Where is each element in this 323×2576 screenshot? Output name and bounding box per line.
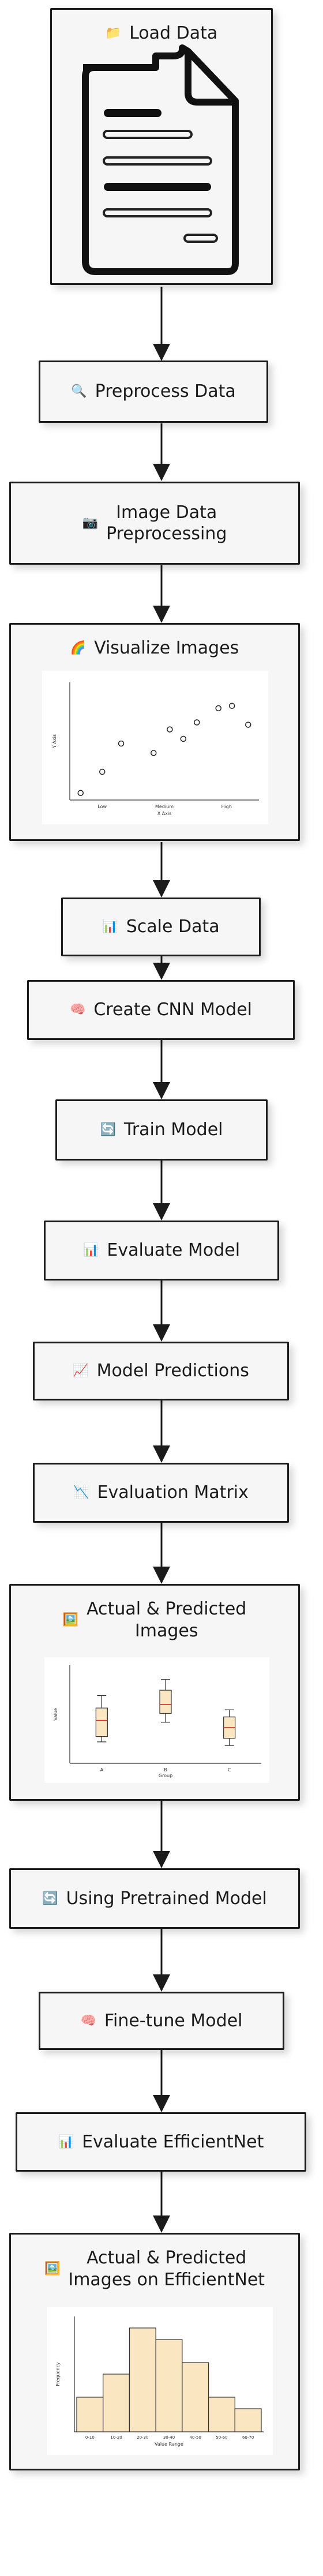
node-visualize-images[interactable]: 🌈 Visualize Images Low Medium High X Axis Y … — [9, 623, 300, 841]
histogram-bar — [103, 2374, 130, 2432]
node-using-pretrained-model[interactable]: 🔄 Using Pretrained Model — [9, 1868, 300, 1929]
x-tick-label: B — [164, 1767, 167, 1773]
chart-increasing-icon: 📈 — [73, 1364, 89, 1379]
node-load-data[interactable]: 📁 Load Data — [50, 8, 273, 285]
folder-icon: 📁 — [105, 26, 122, 40]
node-label: Visualize Images — [94, 638, 239, 658]
picture-icon: 🖼️ — [62, 1612, 79, 1627]
scatter-point — [193, 719, 200, 726]
picture-icon: 🖼️ — [44, 2261, 61, 2276]
box-body — [159, 1689, 172, 1714]
node-label: Load Data — [129, 23, 218, 43]
brain-icon: 🧠 — [69, 1002, 86, 1017]
x-tick-label: C — [228, 1767, 231, 1773]
node-label: Fine-tune Model — [104, 2010, 243, 2031]
histogram-bar — [234, 2408, 262, 2432]
node-fine-tune-model[interactable]: 🧠 Fine-tune Model — [39, 1992, 284, 2050]
x-tick-label: Medium — [155, 804, 174, 809]
x-tick-label: 60-70 — [242, 2435, 254, 2440]
node-model-predictions[interactable]: 📈 Model Predictions — [33, 1342, 289, 1400]
x-tick-label: 50-60 — [216, 2435, 227, 2440]
scatter-point — [215, 705, 221, 712]
x-tick-label: 40-50 — [190, 2435, 201, 2440]
histogram-bar — [76, 2397, 104, 2432]
camera-icon: 📷 — [82, 516, 99, 531]
box-body — [95, 1707, 108, 1737]
histogram-chart: 0-10 10-20 20-30 30-40 40-50 50-60 60-70Value … — [55, 2316, 264, 2447]
node-label: Image Data Preprocessing — [106, 502, 227, 545]
node-image-preprocessing[interactable]: 📷 Image Data Preprocessing — [9, 482, 300, 565]
node-label: Evaluate Model — [107, 1240, 241, 1261]
node-scale-data[interactable]: 📊 Scale Data — [61, 898, 261, 956]
histogram-bar — [155, 2339, 183, 2432]
x-tick-label: 30-40 — [163, 2435, 175, 2440]
x-tick-label: High — [221, 804, 232, 809]
box-chart-panel: A B C Group Value — [44, 1657, 269, 1783]
y-axis-label: Y Axis — [52, 734, 57, 749]
node-label: Create CNN Model — [93, 1000, 253, 1020]
x-axis-label: Value Range — [155, 2442, 183, 2447]
brain-icon: 🧠 — [80, 2013, 96, 2028]
bar-chart-icon: 📊 — [58, 2134, 74, 2149]
cycle-icon: 🔄 — [42, 1891, 58, 1906]
y-axis-label: Frequency — [55, 2362, 61, 2386]
x-tick-label: A — [100, 1767, 104, 1773]
node-create-cnn-model[interactable]: 🧠 Create CNN Model — [27, 980, 295, 1040]
node-train-model[interactable]: 🔄 Train Model — [55, 1099, 268, 1161]
node-label: Preprocess Data — [95, 381, 236, 402]
node-label: Evaluation Matrix — [97, 1482, 249, 1503]
node-label: Train Model — [123, 1120, 223, 1140]
document-icon — [82, 44, 239, 275]
bar-chart-icon: 📊 — [82, 1243, 99, 1258]
cycle-icon: 🔄 — [100, 1122, 116, 1137]
node-label: Using Pretrained Model — [66, 1888, 267, 1909]
x-tick-label: Low — [97, 804, 107, 809]
node-evaluate-model[interactable]: 📊 Evaluate Model — [44, 1221, 279, 1281]
scatter-point — [99, 768, 106, 775]
scatter-point — [77, 790, 84, 797]
scatter-chart-panel: Low Medium High X Axis Y Axis — [42, 671, 268, 824]
rainbow-icon: 🌈 — [70, 641, 87, 655]
scatter-point — [228, 703, 235, 709]
node-actual-predicted-images[interactable]: 🖼️ Actual & Predicted Images A B C Group Val… — [9, 1584, 300, 1801]
scatter-point — [167, 726, 173, 733]
scatter-chart: Low Medium High X Axis Y Axis — [52, 682, 259, 816]
scatter-point — [151, 750, 157, 756]
histogram-bar — [208, 2397, 235, 2432]
scatter-point — [245, 722, 251, 728]
node-label: Model Predictions — [96, 1361, 249, 1381]
scatter-point — [180, 735, 187, 742]
node-actual-predicted-efficientnet[interactable]: 🖼️ Actual & Predicted Images on Efficien… — [9, 2233, 300, 2470]
y-axis-label: Value — [53, 1708, 58, 1721]
node-label: Actual & Predicted Images — [87, 1599, 247, 1641]
node-evaluation-matrix[interactable]: 📉 Evaluation Matrix — [33, 1463, 289, 1523]
node-label: Actual & Predicted Images on EfficientNe… — [68, 2248, 265, 2290]
x-axis-label: Group — [159, 1773, 172, 1778]
box-plot-chart: A B C Group Value — [53, 1665, 261, 1778]
x-tick-label: 20-30 — [137, 2435, 148, 2440]
x-axis-label: X Axis — [157, 811, 172, 816]
histogram-bar — [182, 2362, 209, 2432]
node-label: Scale Data — [126, 917, 220, 937]
histogram-bar — [129, 2327, 156, 2432]
x-tick-label: 10-20 — [110, 2435, 122, 2440]
node-evaluate-efficientnet[interactable]: 📊 Evaluate EfficientNet — [16, 2112, 306, 2172]
magnifier-icon: 🔍 — [71, 384, 87, 399]
chart-decreasing-icon: 📉 — [73, 1485, 89, 1500]
node-preprocess-data[interactable]: 🔍 Preprocess Data — [39, 361, 268, 423]
scatter-point — [118, 740, 125, 747]
node-label: Evaluate EfficientNet — [82, 2131, 264, 2152]
x-tick-label: 0-10 — [85, 2435, 95, 2440]
bar-chart-icon: 📊 — [102, 919, 118, 934]
